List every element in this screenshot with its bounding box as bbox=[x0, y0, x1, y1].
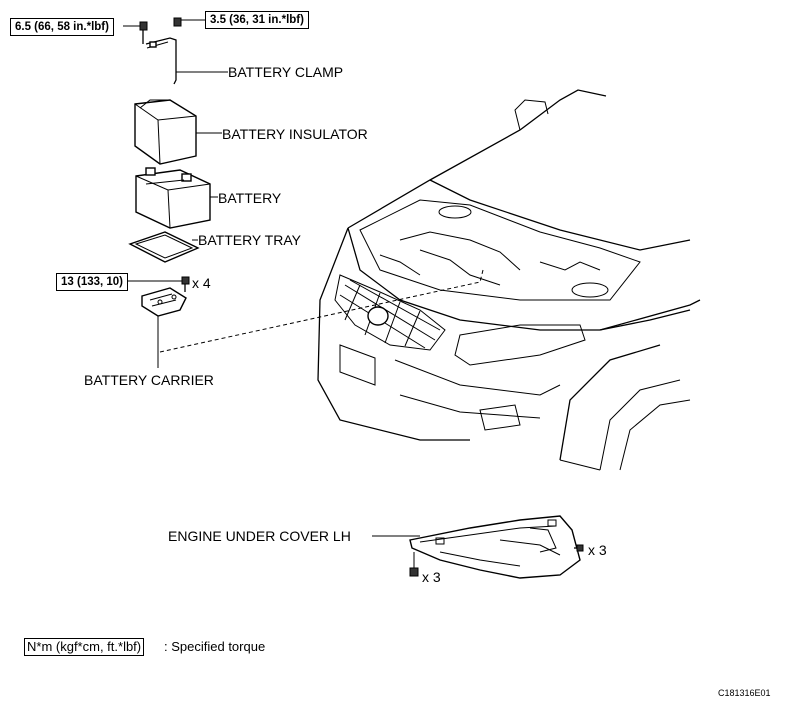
battery-insulator-drawing bbox=[134, 99, 197, 165]
battery-tray-drawing bbox=[128, 231, 200, 263]
legend-unit-box: N*m (kgf*cm, ft.*lbf) bbox=[24, 638, 145, 656]
vehicle-front-drawing bbox=[317, 89, 701, 471]
quantity-cover-clips: x 3 bbox=[422, 569, 441, 585]
label-battery-clamp: BATTERY CLAMP bbox=[228, 64, 344, 80]
label-battery-insulator: BATTERY INSULATOR bbox=[222, 126, 368, 142]
battery-carrier-drawing bbox=[141, 287, 187, 317]
engine-under-cover-drawing bbox=[409, 515, 581, 579]
battery-clamp-drawing bbox=[139, 17, 182, 85]
cover-screw-drawing bbox=[574, 544, 584, 552]
torque-box-clamp-nut: 3.5 (36, 31 in.*lbf) bbox=[205, 11, 309, 29]
label-battery-carrier: BATTERY CARRIER bbox=[84, 372, 214, 388]
figure-code: C181316E01 bbox=[718, 688, 771, 698]
quantity-carrier-bolts: x 4 bbox=[192, 275, 211, 291]
label-engine-under-cover: ENGINE UNDER COVER LH bbox=[168, 528, 351, 544]
legend-description: : Specified torque bbox=[164, 639, 266, 654]
carrier-bolt-drawing bbox=[181, 276, 190, 292]
quantity-cover-screws: x 3 bbox=[588, 542, 607, 558]
torque-box-clamp-bolt: 6.5 (66, 58 in.*lbf) bbox=[10, 18, 114, 36]
label-battery-tray: BATTERY TRAY bbox=[198, 232, 301, 248]
battery-drawing bbox=[135, 167, 211, 229]
cover-clip-drawing bbox=[409, 552, 419, 577]
torque-box-carrier-bolt: 13 (133, 10) bbox=[56, 273, 129, 291]
label-battery: BATTERY bbox=[218, 190, 282, 206]
